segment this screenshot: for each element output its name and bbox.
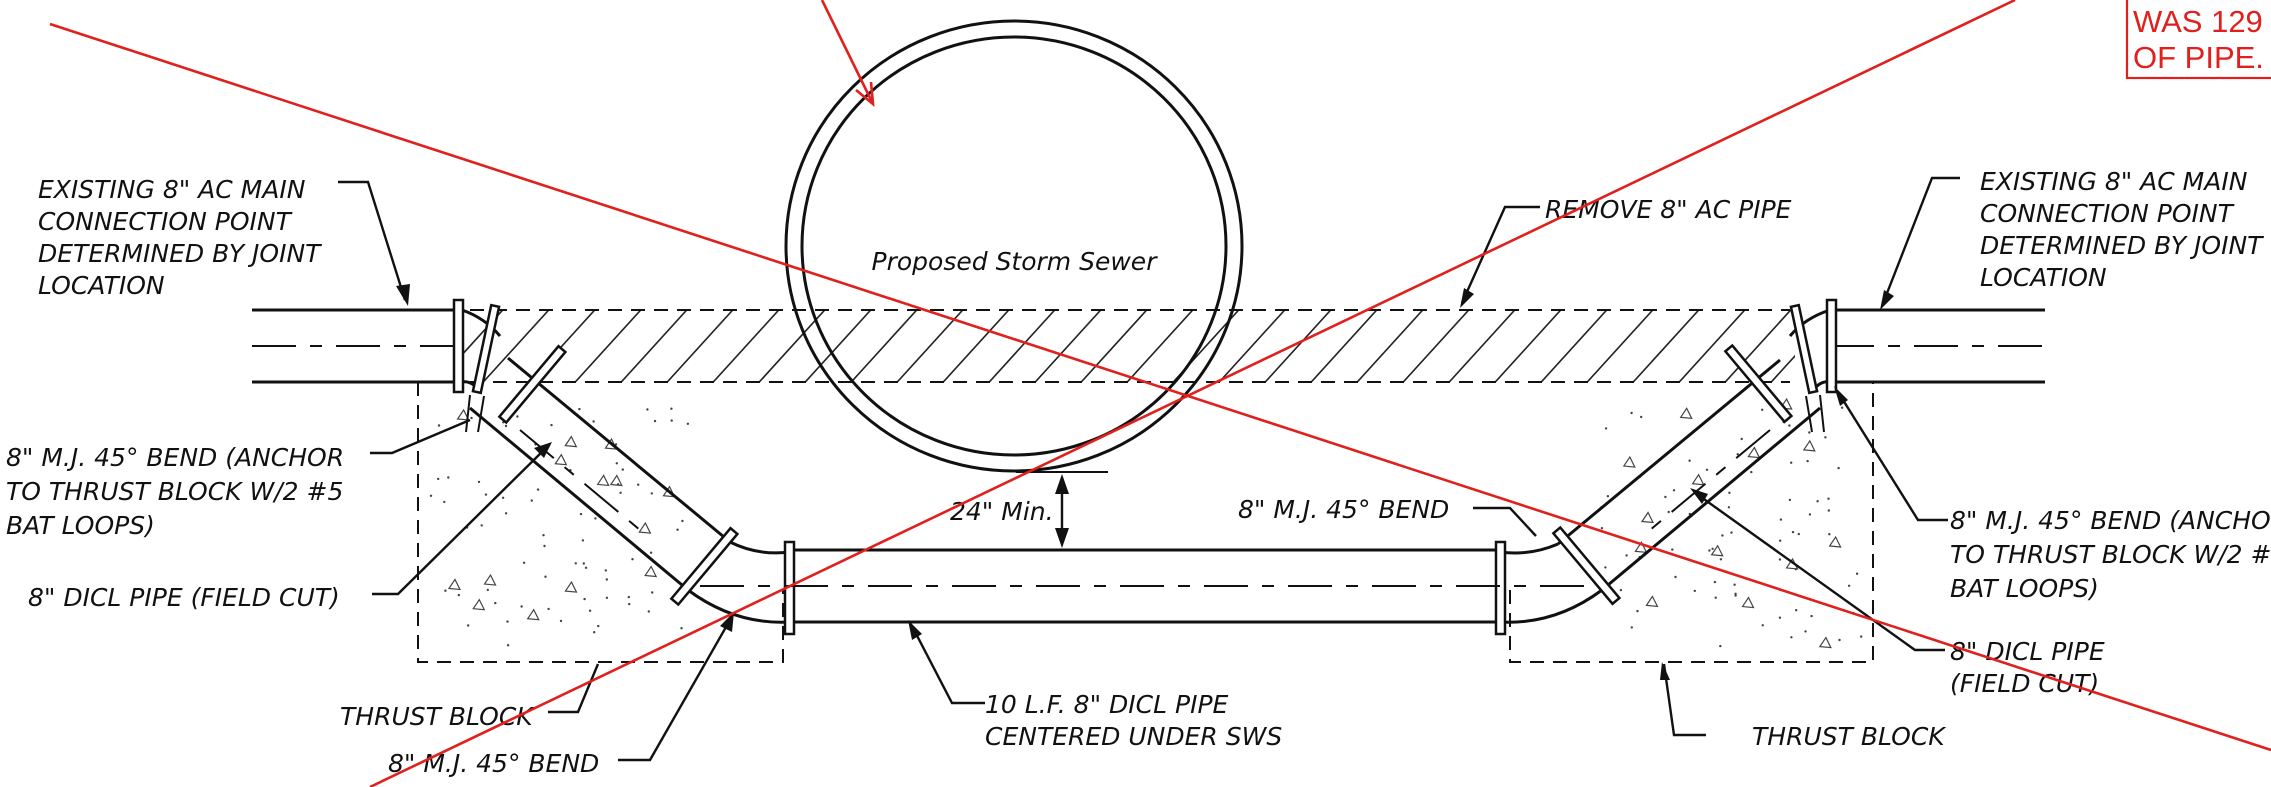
bottom-mj-bend-note: 8" M.J. 45° BEND: [388, 749, 599, 778]
removed-ac-pipe-hatch: [455, 309, 1795, 383]
right-dicl-line-1: 8" DICL PIPE: [1950, 637, 2105, 666]
revision-note-line-1: WAS 129: [2133, 4, 2263, 39]
proposed-storm-sewer: Proposed Storm Sewer: [784, 19, 1244, 473]
right-existing-line-3: DETERMINED BY JOINT: [1980, 231, 2264, 260]
center-pipe-note: 10 L.F. 8" DICL PIPE CENTERED UNDER SWS: [985, 690, 1282, 751]
remove-ac-pipe-note: REMOVE 8" AC PIPE: [1545, 195, 1792, 224]
existing-ac-main-right: [1830, 308, 2045, 384]
left-bend-anchor-note: 8" M.J. 45° BEND (ANCHOR TO THRUST BLOCK…: [6, 443, 344, 540]
left-existing-line-3: DETERMINED BY JOINT: [38, 239, 322, 268]
revision-note-box: [2125, 0, 2271, 80]
right-bend-assembly: [1494, 298, 1838, 636]
center-dicl-pipe: [700, 548, 1590, 624]
min-clearance-dimension: 24" Min.: [950, 471, 1108, 548]
leader-lines: [338, 176, 1960, 762]
left-dicl-field-cut-note: 8" DICL PIPE (FIELD CUT): [28, 583, 340, 612]
left-existing-main-note: EXISTING 8" AC MAIN CONNECTION POINT DET…: [38, 175, 322, 300]
left-existing-line-1: EXISTING 8" AC MAIN: [38, 175, 306, 204]
right-anchor-line-1: 8" M.J. 45° BEND (ANCHO: [1950, 506, 2271, 535]
right-thrust-block-note: THRUST BLOCK: [1752, 722, 1947, 751]
left-existing-line-4: LOCATION: [38, 271, 165, 300]
right-dicl-line-2: (FIELD CUT): [1950, 669, 2099, 698]
center-pipe-line-1: 10 L.F. 8" DICL PIPE: [985, 690, 1229, 719]
right-mj-bend-note: 8" M.J. 45° BEND: [1238, 495, 1449, 524]
left-existing-line-2: CONNECTION POINT: [38, 207, 293, 236]
left-anchor-line-1: 8" M.J. 45° BEND (ANCHOR: [6, 443, 344, 472]
thrust-block-left: [417, 382, 784, 663]
right-dicl-field-cut-note: 8" DICL PIPE (FIELD CUT): [1950, 637, 2105, 698]
left-anchor-line-2: TO THRUST BLOCK W/2 #5: [6, 477, 343, 506]
storm-sewer-label: Proposed Storm Sewer: [872, 247, 1159, 276]
left-thrust-block-note: THRUST BLOCK: [340, 702, 535, 731]
right-existing-main-note: EXISTING 8" AC MAIN CONNECTION POINT DET…: [1980, 167, 2264, 292]
existing-ac-main-left: [252, 308, 462, 384]
center-pipe-line-2: CENTERED UNDER SWS: [985, 722, 1282, 751]
left-anchor-line-3: BAT LOOPS): [6, 511, 155, 540]
right-existing-line-2: CONNECTION POINT: [1980, 199, 2235, 228]
left-bend-assembly: [452, 298, 796, 636]
thrust-block-right: [1509, 382, 1874, 663]
right-existing-line-1: EXISTING 8" AC MAIN: [1980, 167, 2248, 196]
right-existing-line-4: LOCATION: [1980, 263, 2107, 292]
revision-note-line-2: OF PIPE.: [2133, 40, 2264, 75]
right-anchor-line-3: BAT LOOPS): [1950, 574, 2099, 603]
red-markup: WAS 129 OF PIPE.: [49, 0, 2271, 787]
right-anchor-line-2: TO THRUST BLOCK W/2 #: [1950, 540, 2271, 569]
right-bend-anchor-note: 8" M.J. 45° BEND (ANCHO TO THRUST BLOCK …: [1950, 506, 2271, 603]
